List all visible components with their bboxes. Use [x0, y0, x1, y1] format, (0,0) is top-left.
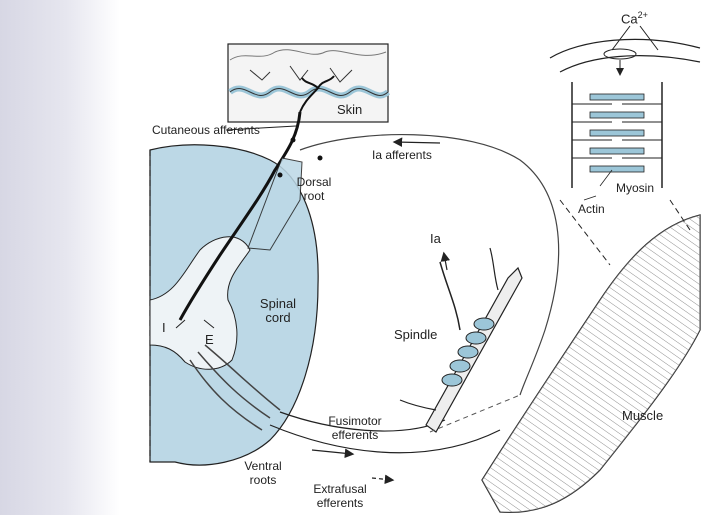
calcium-symbol: Ca [621, 11, 638, 26]
myosin-label: Myosin [616, 181, 654, 195]
spindle-label: Spindle [394, 328, 437, 342]
ventral-roots-label: Ventral roots [235, 459, 291, 487]
ventral-roots-label-line1: Ventral [235, 459, 291, 473]
inhibitory-interneuron-label: I [162, 321, 166, 335]
ia-label: Ia [430, 232, 441, 246]
skeletal-muscle [482, 215, 700, 512]
extrafusal-efferents-label: Extrafusal efferents [300, 482, 380, 510]
spinal-cord-label-line2: cord [250, 311, 306, 325]
fusimotor-efferents-label-line1: Fusimotor [315, 414, 395, 428]
extrafusal-efferents-label-line1: Extrafusal [300, 482, 380, 496]
muscle-label: Muscle [622, 409, 663, 423]
calcium-charge: 2+ [638, 10, 648, 20]
actin-label: Actin [578, 202, 605, 216]
dorsal-root-label-line2: root [286, 189, 342, 203]
ia-afferent-pathway [300, 135, 559, 395]
cutaneous-afferents-label: Cutaneous afferents [152, 123, 260, 137]
fusimotor-efferents-label-line2: efferents [315, 428, 395, 442]
skin-label: Skin [337, 103, 362, 117]
ventral-roots-label-line2: roots [235, 473, 291, 487]
ia-afferents-label: Ia afferents [372, 148, 432, 162]
spinal-cord-label-line1: Spinal [250, 297, 306, 311]
spinal-cord-label: Spinal cord [250, 297, 306, 325]
dorsal-root-label-line1: Dorsal [286, 175, 342, 189]
dorsal-root-label: Dorsal root [286, 175, 342, 203]
excitatory-interneuron-label: E [205, 333, 214, 347]
fusimotor-efferents-label: Fusimotor efferents [315, 414, 395, 442]
calcium-label: Ca2+ [621, 8, 648, 26]
skin-patch [228, 44, 388, 122]
extrafusal-efferents-label-line2: efferents [300, 496, 380, 510]
